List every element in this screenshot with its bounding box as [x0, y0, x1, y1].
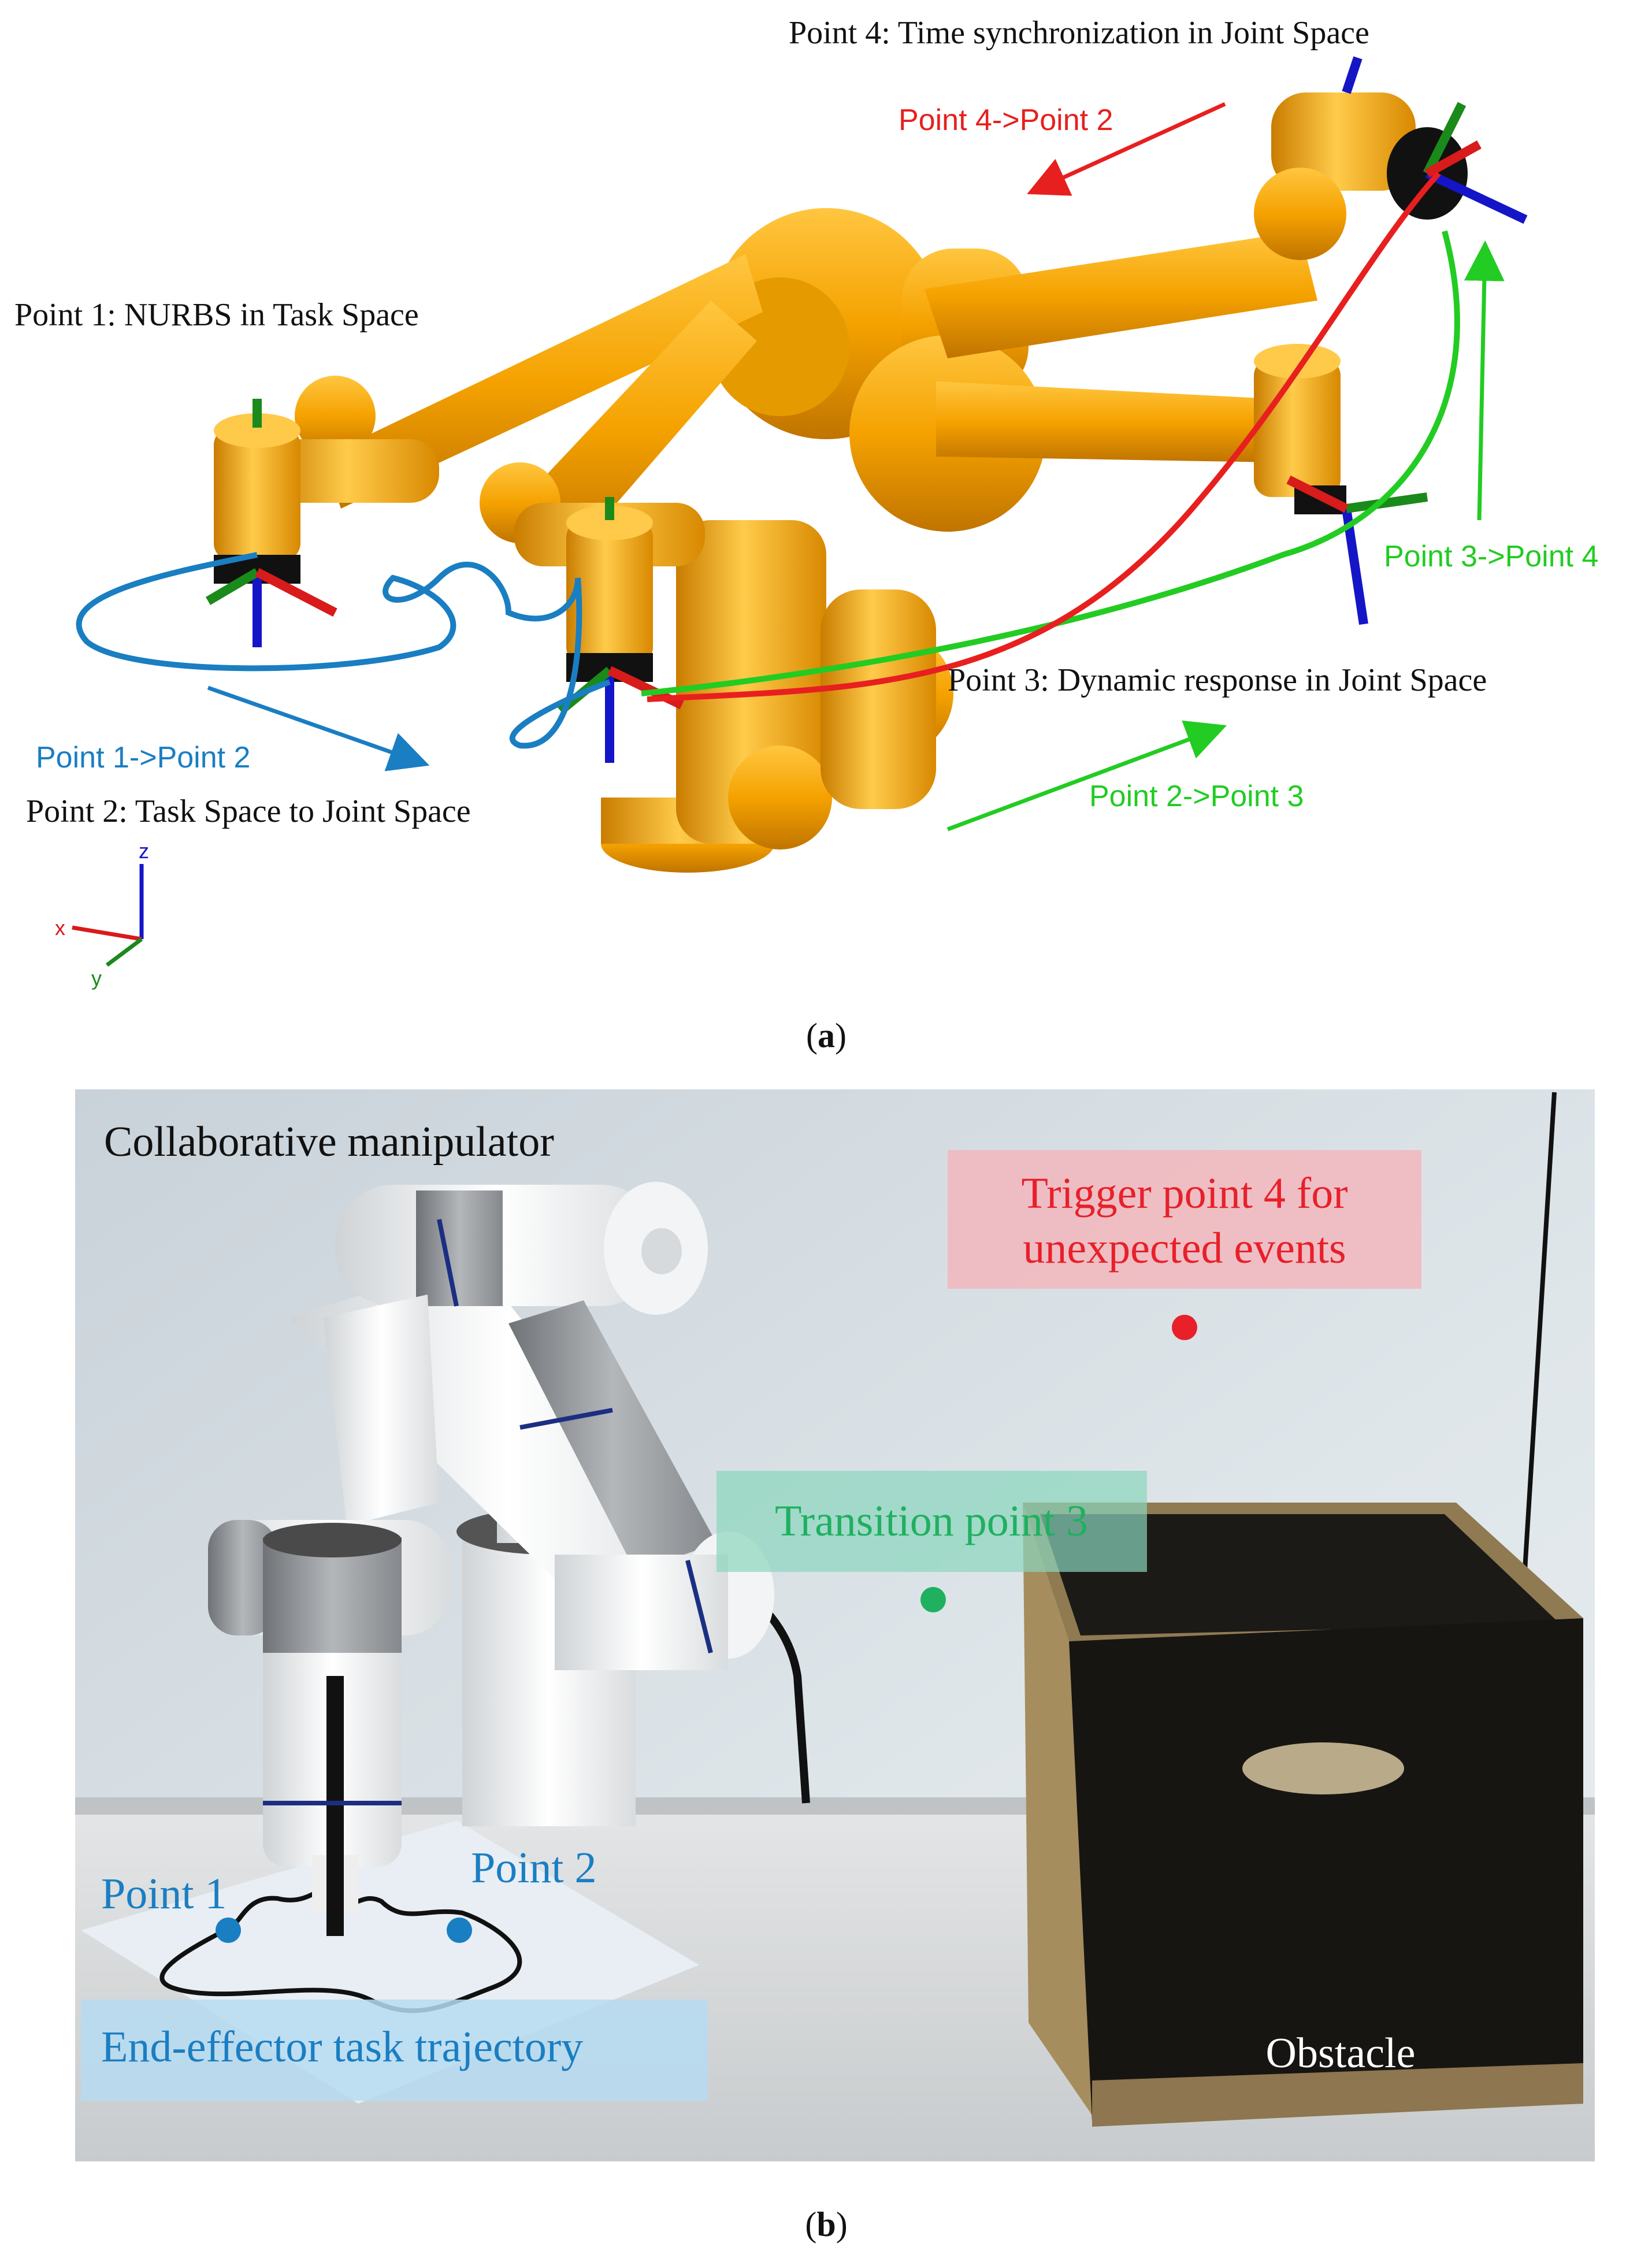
robot-arm-render: [214, 92, 1468, 873]
joint-trajectory-red: [647, 171, 1441, 702]
caption-a-letter: a: [818, 1017, 835, 1055]
obstacle-label: Obstacle: [1266, 2030, 1416, 2077]
trigger-label-line1: Trigger point 4 for: [1021, 1169, 1347, 1218]
arrow-point3-to-point4: [1464, 240, 1505, 521]
world-axis-triad: z x y: [55, 839, 149, 990]
arrow-point2-to-point3: [946, 720, 1227, 832]
transition-label-box: [717, 1471, 1147, 1572]
point2-label: Point 2: Task Space to Joint Space: [26, 793, 471, 829]
arrow-4-2-label: Point 4->Point 2: [899, 103, 1113, 137]
point4-label: Point 4: Time synchronization in Joint S…: [789, 15, 1369, 51]
crate-obstacle: [1023, 1503, 1583, 2127]
trajectory-label: End-effector task trajectory: [101, 2023, 583, 2071]
collaborative-robot-photo: [208, 1182, 810, 1936]
arrow-2-3-label: Point 2->Point 3: [1089, 780, 1304, 813]
caption-b-letter: b: [816, 2205, 836, 2243]
trajectory-label-box: [81, 2000, 708, 2101]
caption-a: (a): [806, 1017, 847, 1055]
panel-b-photo: Collaborative manipulator Trigger point …: [75, 1089, 1595, 2161]
trigger-label-line2: unexpected events: [1023, 1224, 1346, 1273]
point-1-label: Point 1: [101, 1870, 227, 1918]
caption-b: (b): [805, 2205, 848, 2243]
point3-label: Point 3: Dynamic response in Joint Space: [948, 662, 1487, 698]
panel-b-title: Collaborative manipulator: [104, 1118, 554, 1166]
transition-point-3-dot: [920, 1587, 946, 1612]
axis-y-label: y: [91, 966, 102, 990]
point-1-dot: [216, 1918, 241, 1943]
transition-label: Transition point 3: [775, 1497, 1088, 1545]
point1-label: Point 1: NURBS in Task Space: [14, 297, 419, 333]
arrow-1-2-label: Point 1->Point 2: [36, 741, 250, 774]
panel-a-diagram: Point 4: Time synchronization in Joint S…: [14, 15, 1598, 990]
point-2-label: Point 2: [471, 1844, 597, 1892]
trigger-point-4-dot: [1172, 1315, 1197, 1340]
trigger-label-box: [948, 1150, 1421, 1289]
point-2-dot: [447, 1918, 472, 1943]
nurbs-trajectory-curve: [76, 552, 611, 749]
axis-x-label: x: [55, 916, 65, 940]
axis-z-label: z: [139, 839, 149, 863]
arrow-point4-to-point2: [1027, 102, 1226, 196]
arrow-3-4-label: Point 3->Point 4: [1384, 540, 1598, 573]
arrow-point1-to-point2: [207, 685, 430, 772]
joint-trajectory-green: [641, 230, 1460, 696]
